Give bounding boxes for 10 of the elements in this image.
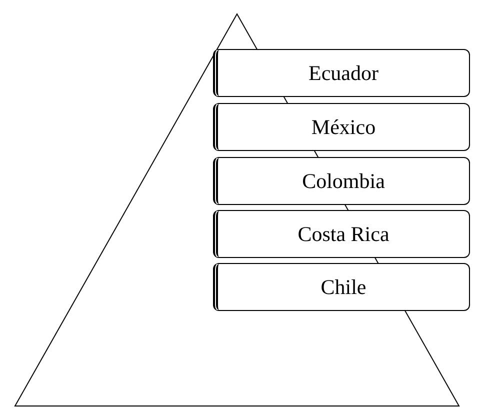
- country-name: México: [311, 114, 376, 140]
- country-name: Costa Rica: [298, 222, 390, 246]
- label-box: [213, 157, 470, 205]
- label-box: [213, 210, 470, 258]
- label-box: [213, 103, 470, 151]
- country-name: Ecuador: [308, 60, 378, 86]
- country-name: Colombia: [302, 168, 385, 194]
- label-box: [213, 263, 470, 311]
- country-name: Chile: [320, 274, 366, 300]
- label-box: [213, 49, 470, 97]
